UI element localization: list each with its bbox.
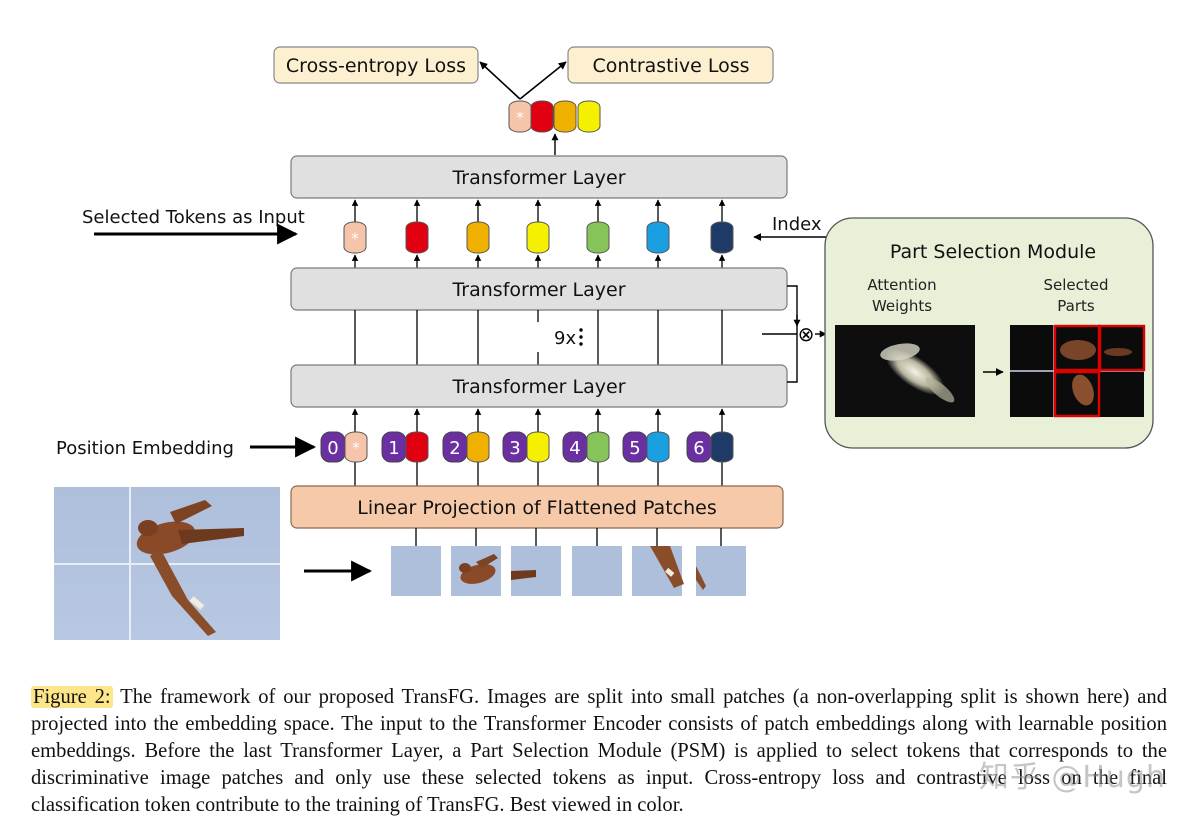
output-token [553,100,577,133]
caption-text: The framework of our proposed TransFG. I… [31,686,1168,816]
part-selection-module: Part Selection Module Attention Weights … [824,217,1154,449]
output-token-stack: * [508,100,601,133]
bird-icon [136,500,244,636]
position-token: 0 [320,431,346,463]
embedding-pair: 0* [320,408,368,486]
patch-token [586,431,610,463]
position-token: 4 [562,431,588,463]
patch-token [405,431,429,463]
linear-projection-box: Linear Projection of Flattened Patches [290,485,784,529]
embedding-pair: 6 [686,408,734,486]
patch-tile [632,546,684,596]
repeat-dot [579,342,583,346]
patch-token [466,431,490,463]
output-token [577,100,601,133]
patch-tile [696,546,746,596]
embedding-pair: 3 [502,408,550,486]
linear-projection-label: Linear Projection of Flattened Patches [357,497,716,519]
repeat-label: 9x [554,328,576,349]
position-token: 6 [686,431,712,463]
selected-tokens-row: * [343,199,734,268]
patch-tile [511,546,561,596]
position-index: 5 [629,438,640,459]
layer-connections [354,310,723,365]
embedding-pair: 1 [381,408,429,486]
position-index: 3 [509,438,520,459]
transformer-layer-top: Transformer Layer [290,155,788,199]
position-token: 5 [622,431,648,463]
output-token [530,100,554,133]
selected-token [710,221,734,254]
output-token: * [508,100,532,133]
position-index: 4 [569,438,580,459]
repeat-dot [579,335,583,339]
selected-parts-image [1010,324,1146,418]
transfg-framework-diagram: Cross-entropy Loss Contrastive Loss * Tr… [54,46,1154,640]
selected-token [405,221,429,254]
input-bird-image [54,487,280,640]
patch-tile [451,546,501,596]
cross-entropy-loss-label: Cross-entropy Loss [286,55,466,77]
position-token: 3 [502,431,528,463]
transformer-layer-middle-label: Transformer Layer [451,279,625,301]
position-index: 0 [327,438,338,459]
figure-label: Figure 2: [31,686,113,708]
contrastive-loss-label: Contrastive Loss [592,55,749,77]
patch-tile [391,546,441,596]
cls-star: * [352,439,360,457]
patch-token [710,431,734,463]
figure-caption: Figure 2: The framework of our proposed … [31,684,1167,819]
embedding-pair: 2 [442,408,490,486]
embedding-pair: 4 [562,408,610,486]
position-index: 1 [388,438,399,459]
selected-tokens-label: Selected Tokens as Input [82,207,305,228]
selected-token [526,221,550,254]
selected-parts-label-line1: Selected [1043,276,1108,294]
multiply-icon: ⊗ [798,322,815,346]
position-embedding-label: Position Embedding [56,438,234,459]
patch-connections [415,528,722,546]
image-patches [391,546,746,596]
transformer-layer-middle: Transformer Layer [290,267,788,311]
attention-map-image [835,325,975,417]
cls-star: * [351,230,359,248]
selected-parts-label-line2: Parts [1057,297,1095,315]
index-label: Index [772,214,822,235]
selected-token: * [343,221,367,254]
contrastive-loss-box: Contrastive Loss [567,46,774,84]
transformer-layer-bottom: Transformer Layer [290,364,788,408]
selected-token [646,221,670,254]
repeat-dot [579,328,583,332]
psm-title: Part Selection Module [890,241,1096,263]
patch-token: * [344,431,368,463]
psm-connector: ⊗ [762,285,827,383]
attention-weights-label-line1: Attention [867,276,936,294]
attention-weights-label-line2: Weights [872,297,932,315]
transformer-layer-top-label: Transformer Layer [451,167,625,189]
selected-token [586,221,610,254]
patch-tile [572,546,622,596]
position-index: 2 [449,438,460,459]
position-token: 2 [442,431,468,463]
arrow-to-cross-entropy [479,61,521,100]
embedding-pair: 5 [622,408,670,486]
position-token: 1 [381,431,407,463]
arrow-to-contrastive [519,61,567,100]
watermark: 知乎 @Hugh [978,760,1166,795]
transformer-layer-bottom-label: Transformer Layer [451,376,625,398]
cross-entropy-loss-box: Cross-entropy Loss [273,46,479,84]
selected-token [466,221,490,254]
patch-token [646,431,670,463]
cls-star: * [516,109,524,127]
patch-token [526,431,550,463]
position-index: 6 [693,438,704,459]
